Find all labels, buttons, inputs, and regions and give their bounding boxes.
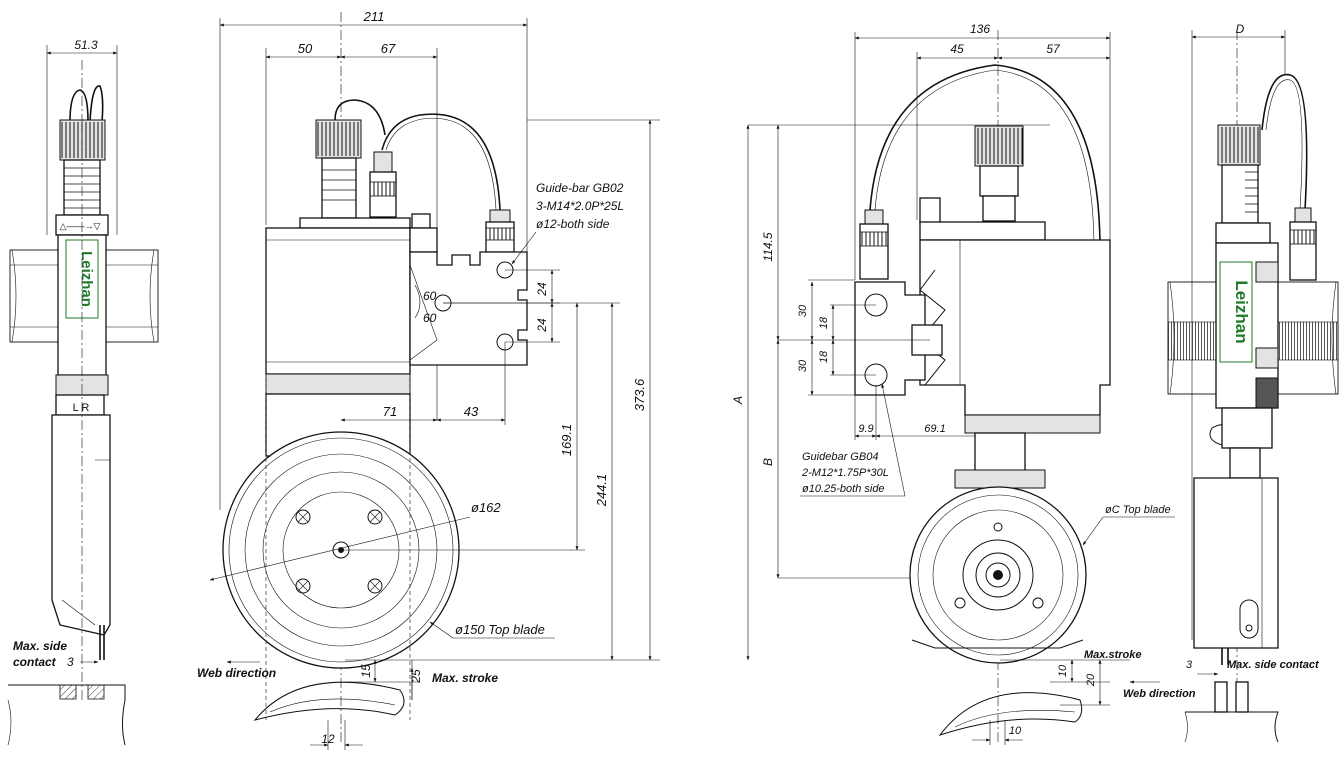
dim-69-1: 69.1 — [924, 423, 945, 435]
angle-60-lower: 60 — [423, 311, 437, 325]
max-side-contact-label: Max. side contact — [1227, 659, 1320, 671]
view-front: 211 50 67 60 60 24 24 Guide-bar GB02 3- — [197, 9, 660, 750]
cylinder-body — [265, 227, 411, 375]
brand-logo: Leizhan — [78, 251, 95, 307]
dim-50: 50 — [298, 41, 313, 56]
cable — [869, 64, 1101, 251]
top-blade-label: øC Top blade — [1105, 504, 1171, 516]
guide-bar-plate-gb02 — [409, 251, 528, 366]
web-direction-label: Web direction — [197, 666, 276, 680]
max-side-contact-label-1: Max. side — [13, 639, 67, 653]
dim-24-upper: 24 — [535, 282, 549, 297]
guide-bar-plate-gb04 — [854, 281, 926, 396]
workpiece-section — [7, 684, 126, 746]
guidebar-gb02-line2: 3-M14*2.0P*25L — [536, 199, 624, 213]
dim-12: 12 — [321, 732, 335, 746]
cable — [1261, 73, 1308, 211]
dim-169: 169.1 — [559, 424, 574, 457]
dim-20: 20 — [1085, 673, 1097, 687]
view-left-side: △——→▽ Leizhan L R 51.3 Max. side contact… — [7, 38, 159, 746]
max-stroke-label: Max.stroke — [1084, 649, 1141, 661]
dim-67: 67 — [381, 41, 396, 56]
web-direction-label: Web direction — [1123, 688, 1196, 700]
svg-text:△——→▽: △——→▽ — [60, 221, 101, 231]
guidebar-gb04-line2: 2-M12*1.75P*30L — [801, 467, 889, 479]
view-right-side: D Leizhan 3 Max. side contact — [1167, 22, 1339, 743]
angle-60-upper: 60 — [423, 289, 437, 303]
dim-10-stroke: 10 — [1057, 664, 1069, 677]
max-side-contact-label-2: contact — [13, 655, 57, 669]
cable — [69, 89, 89, 123]
dim-10-bottom: 10 — [1009, 725, 1022, 737]
dim-18-upper: 18 — [818, 316, 830, 329]
dim-B: B — [761, 458, 775, 466]
dim-114: 114.5 — [761, 232, 775, 261]
cylinder-body — [919, 239, 1111, 416]
dim-A: A — [731, 396, 745, 405]
dim-width-51: 51.3 — [74, 38, 98, 52]
dim-244: 244.1 — [594, 474, 609, 508]
dim-25: 25 — [409, 669, 423, 684]
web-material — [938, 692, 1083, 736]
guidebar-gb04-line1: Guidebar GB04 — [802, 451, 878, 463]
dim-side-contact-3: 3 — [1186, 659, 1193, 671]
dim-30-lower: 30 — [797, 359, 809, 372]
workpiece-section — [1184, 681, 1279, 743]
dim-15: 15 — [359, 664, 373, 678]
dim-dia-162: ø162 — [471, 500, 501, 515]
max-stroke-label: Max. stroke — [432, 671, 498, 685]
dim-57: 57 — [1046, 42, 1061, 56]
dim-211: 211 — [363, 9, 385, 24]
blade-holder — [51, 414, 111, 636]
lr-label: L R — [73, 402, 90, 414]
dim-30-upper: 30 — [797, 304, 809, 317]
dim-136: 136 — [970, 22, 990, 36]
dim-43: 43 — [464, 404, 479, 419]
guidebar-gb02-line3: ø12-both side — [536, 217, 610, 231]
dim-45: 45 — [950, 42, 964, 56]
dim-9-9: 9.9 — [858, 423, 873, 435]
dim-D: D — [1236, 22, 1245, 36]
guidebar-gb02-line1: Guide-bar GB02 — [536, 181, 624, 195]
dim-18-lower: 18 — [818, 350, 830, 363]
screw — [295, 509, 383, 594]
view-back: 136 45 57 114.5 B A 30 30 18 18 — [731, 22, 1196, 745]
web-material — [253, 681, 405, 721]
dim-373: 373.6 — [632, 378, 647, 411]
dim-side-contact-3: 3 — [67, 655, 74, 669]
dim-71: 71 — [383, 404, 397, 419]
cable — [334, 99, 386, 136]
blade-holder — [1193, 477, 1279, 649]
top-blade-label: ø150 Top blade — [455, 622, 545, 637]
guidebar-gb04-line3: ø10.25-both side — [802, 483, 885, 495]
top-blade — [909, 486, 1087, 664]
dim-24-lower: 24 — [535, 318, 549, 333]
brand-logo: Leizhan — [1232, 280, 1251, 343]
